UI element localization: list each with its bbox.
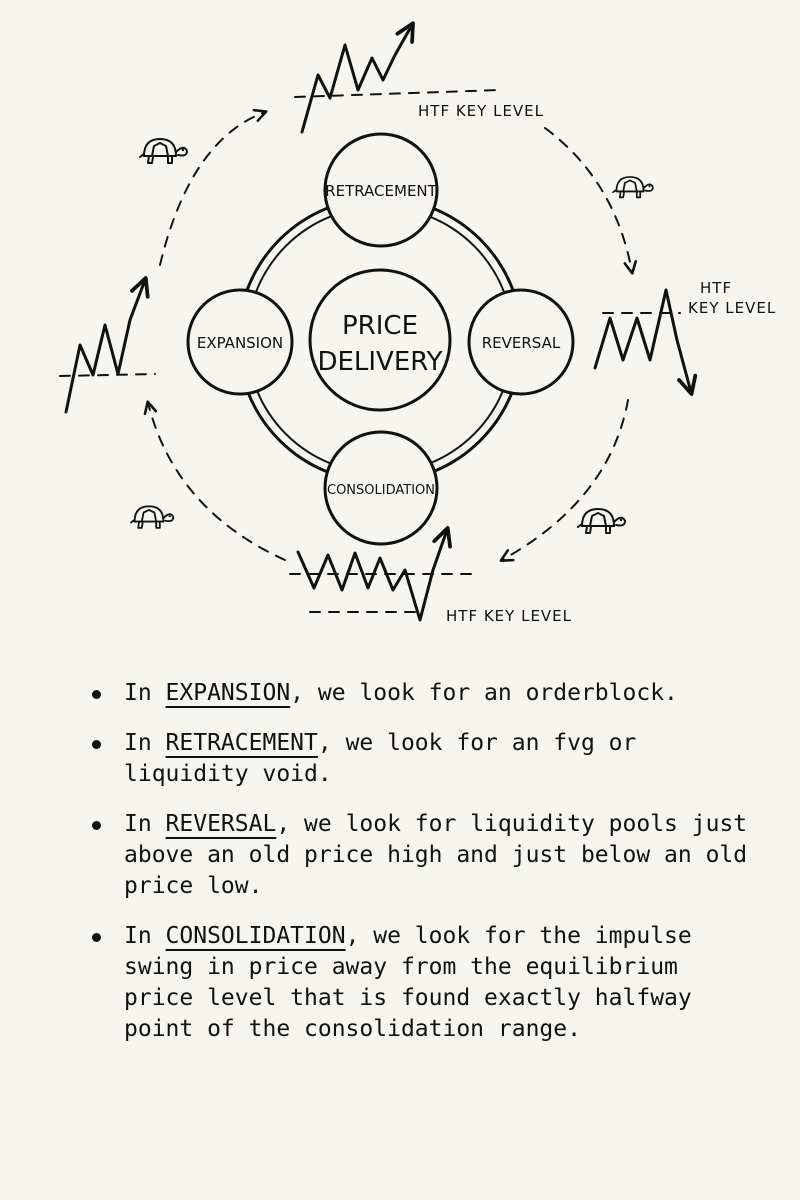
note-text: , we look for the impulse swing in price…: [124, 923, 692, 1042]
note-stage: REVERSAL: [165, 811, 277, 837]
key-level-right-label-line2: KEY LEVEL: [688, 299, 776, 317]
note-text: , we look for an orderblock.: [290, 680, 678, 706]
price-sketch-bottom: HTF KEY LEVEL: [289, 526, 572, 625]
cycle-arrow-bottom-left: [143, 400, 286, 561]
note-prefix: In: [124, 680, 166, 706]
turtle-icon: [577, 508, 626, 534]
note-stage: CONSOLIDATION: [165, 923, 346, 949]
node-expansion: EXPANSION: [186, 288, 294, 396]
note-reversal: In REVERSAL, we look for liquidity pools…: [88, 809, 748, 902]
cycle-arrow-top-left: [159, 108, 268, 266]
node-retracement-label: RETRACEMENT: [325, 182, 437, 200]
cycle-arrows: [143, 108, 637, 562]
note-prefix: In: [124, 811, 166, 837]
notes-list: In EXPANSION, we look for an orderblock.…: [88, 678, 748, 1064]
note-text: , we look for liquidity pools just above…: [124, 811, 748, 899]
cycle-arrow-top-right: [544, 127, 637, 275]
note-prefix: In: [124, 730, 166, 756]
note-retracement: In RETRACEMENT, we look for an fvg or li…: [88, 728, 748, 790]
key-level-right-label-line1: HTF: [700, 279, 732, 297]
center-node: PRICE DELIVERY: [308, 268, 452, 412]
turtle-icon: [612, 176, 654, 199]
price-delivery-diagram: PRICE DELIVERY RETRACEMENT REVERSAL CONS…: [59, 21, 776, 625]
center-label-line2: DELIVERY: [317, 347, 442, 377]
node-reversal: REVERSAL: [467, 288, 575, 396]
bullet-icon: [92, 821, 101, 830]
node-reversal-label: REVERSAL: [482, 334, 561, 352]
turtle-icon: [130, 505, 175, 529]
price-sketch-right: HTF KEY LEVEL: [593, 279, 776, 396]
price-sketch-top: HTF KEY LEVEL: [294, 21, 544, 134]
node-consolidation: CONSOLIDATION: [323, 430, 439, 546]
center-label-line1: PRICE: [342, 311, 418, 341]
bullet-icon: [92, 690, 101, 699]
price-sketch-left: [59, 276, 156, 414]
key-level-bottom-label: HTF KEY LEVEL: [446, 607, 572, 625]
note-stage: RETRACEMENT: [165, 730, 318, 756]
note-stage: EXPANSION: [165, 680, 291, 706]
note-expansion: In EXPANSION, we look for an orderblock.: [88, 678, 748, 709]
turtle-icon: [139, 138, 188, 164]
node-retracement: RETRACEMENT: [323, 132, 439, 248]
bullet-icon: [92, 740, 101, 749]
node-consolidation-label: CONSOLIDATION: [327, 483, 435, 498]
note-consolidation: In CONSOLIDATION, we look for the impuls…: [88, 921, 748, 1045]
key-level-top-label: HTF KEY LEVEL: [418, 102, 544, 120]
bullet-icon: [92, 933, 101, 942]
node-expansion-label: EXPANSION: [197, 334, 283, 352]
note-prefix: In: [124, 923, 166, 949]
note-text: , we look for an fvg or liquidity void.: [124, 730, 637, 787]
cycle-arrow-bottom-right: [499, 399, 629, 562]
